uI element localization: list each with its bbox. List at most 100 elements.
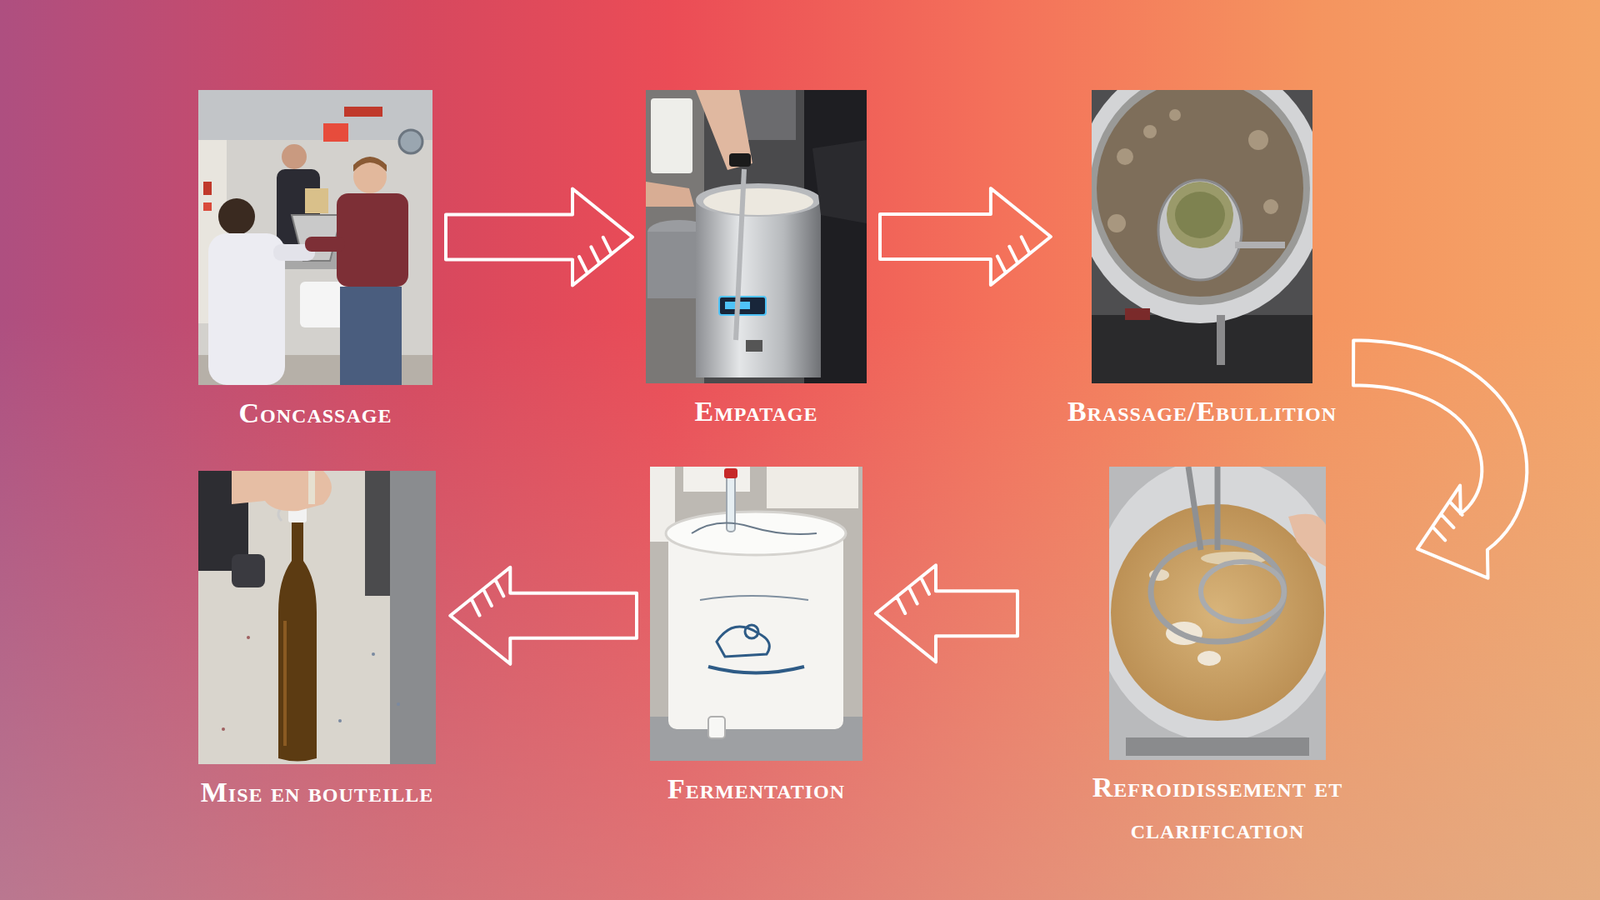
photo-detail <box>1158 180 1242 280</box>
photo-detail <box>1166 181 1234 249</box>
photo-detail <box>203 181 212 195</box>
photo-detail <box>683 466 750 492</box>
photo-detail <box>1197 650 1221 666</box>
photo-frame <box>198 90 433 385</box>
process-step: Mise en bouteille <box>197 470 438 811</box>
photo-detail <box>1091 90 1313 384</box>
photo-detail <box>766 466 859 509</box>
photo-detail <box>203 202 212 211</box>
photo-detail <box>1175 191 1225 239</box>
photo-detail <box>1107 214 1126 233</box>
photo-detail <box>1143 125 1157 139</box>
photo-detail <box>218 198 255 235</box>
photo-detail <box>668 533 844 730</box>
step-caption: Mise en bouteille <box>197 774 438 811</box>
photo-detail <box>1263 199 1279 215</box>
photo-detail <box>344 106 383 117</box>
photo-detail <box>1125 737 1310 756</box>
flow-arrow <box>1353 340 1527 578</box>
process-step: Brassage/Ebullition <box>1064 90 1340 430</box>
photo-detail <box>305 188 329 214</box>
photo-detail <box>1248 130 1269 150</box>
photo-detail <box>305 236 345 252</box>
photo-detail <box>231 554 265 588</box>
photo-detail <box>278 520 317 762</box>
photo-detail <box>695 90 753 170</box>
process-step: Fermentation <box>650 466 863 808</box>
photo-detail <box>695 183 821 217</box>
photo-detail <box>246 635 250 640</box>
photo-frame <box>1091 90 1313 384</box>
photo-detail <box>399 130 423 154</box>
photo-detail <box>735 169 745 340</box>
fermenter-photo <box>650 466 863 761</box>
photo-detail <box>812 140 867 224</box>
photo-detail <box>323 123 349 142</box>
photo-detail <box>708 666 805 674</box>
photo-detail <box>1096 90 1304 297</box>
photo-detail <box>198 90 433 385</box>
flow-arrow <box>875 565 1018 662</box>
photo-detail <box>645 181 695 207</box>
photo-detail <box>353 156 387 172</box>
photo-detail <box>703 188 814 215</box>
photo-detail <box>691 523 817 535</box>
photo-detail <box>724 468 738 479</box>
boiling-photo <box>1075 56 1325 384</box>
step-caption: Fermentation <box>664 770 849 808</box>
mashing-photo <box>645 90 867 384</box>
photo-detail <box>1109 466 1326 760</box>
photo-detail <box>390 470 436 765</box>
photo-detail <box>208 233 285 385</box>
photo-frame <box>198 470 436 765</box>
flow-arrow <box>880 188 1051 285</box>
photo-detail <box>719 296 766 315</box>
photo-frame <box>645 90 867 384</box>
photo-detail <box>371 652 375 656</box>
photo-detail <box>708 716 725 739</box>
photo-frame <box>1109 466 1326 760</box>
photo-detail <box>650 466 863 761</box>
photo-detail <box>1288 514 1326 567</box>
photo-detail <box>231 470 332 511</box>
photo-detail <box>645 90 867 384</box>
cooling-photo <box>1092 458 1343 760</box>
photo-detail <box>1169 109 1181 121</box>
photo-detail <box>198 90 433 385</box>
process-step: Refroidissement et clarification <box>1030 466 1405 850</box>
photo-detail <box>650 98 693 174</box>
photo-detail <box>665 511 846 555</box>
photo-detail <box>198 470 436 765</box>
photo-detail <box>745 340 763 352</box>
flow-arrow <box>450 567 637 665</box>
photo-detail <box>396 702 400 706</box>
step-caption: Refroidissement et clarification <box>1030 766 1405 850</box>
photo-detail <box>645 90 867 384</box>
photo-detail <box>1091 315 1313 384</box>
step-caption: Concassage <box>235 395 396 432</box>
photo-detail <box>1200 561 1285 622</box>
photo-detail <box>1235 241 1285 249</box>
photo-detail <box>283 620 287 746</box>
photo-detail <box>336 193 409 287</box>
photo-detail <box>650 466 863 761</box>
photo-detail <box>1125 308 1150 320</box>
flow-arrow <box>445 189 633 286</box>
photo-detail <box>1109 466 1326 742</box>
photo-detail <box>716 626 770 657</box>
photo-detail <box>340 286 402 385</box>
photo-detail <box>281 144 307 170</box>
bottling-photo <box>198 470 436 765</box>
photo-detail <box>221 727 225 731</box>
milling-photo <box>198 90 433 385</box>
photo-detail <box>1188 466 1201 550</box>
photo-detail <box>198 470 436 765</box>
photo-detail <box>338 719 342 723</box>
photo-detail <box>695 198 821 378</box>
process-step: Empatage <box>645 90 867 430</box>
photo-detail <box>1091 90 1310 305</box>
step-caption: Brassage/Ebullition <box>1064 393 1340 430</box>
